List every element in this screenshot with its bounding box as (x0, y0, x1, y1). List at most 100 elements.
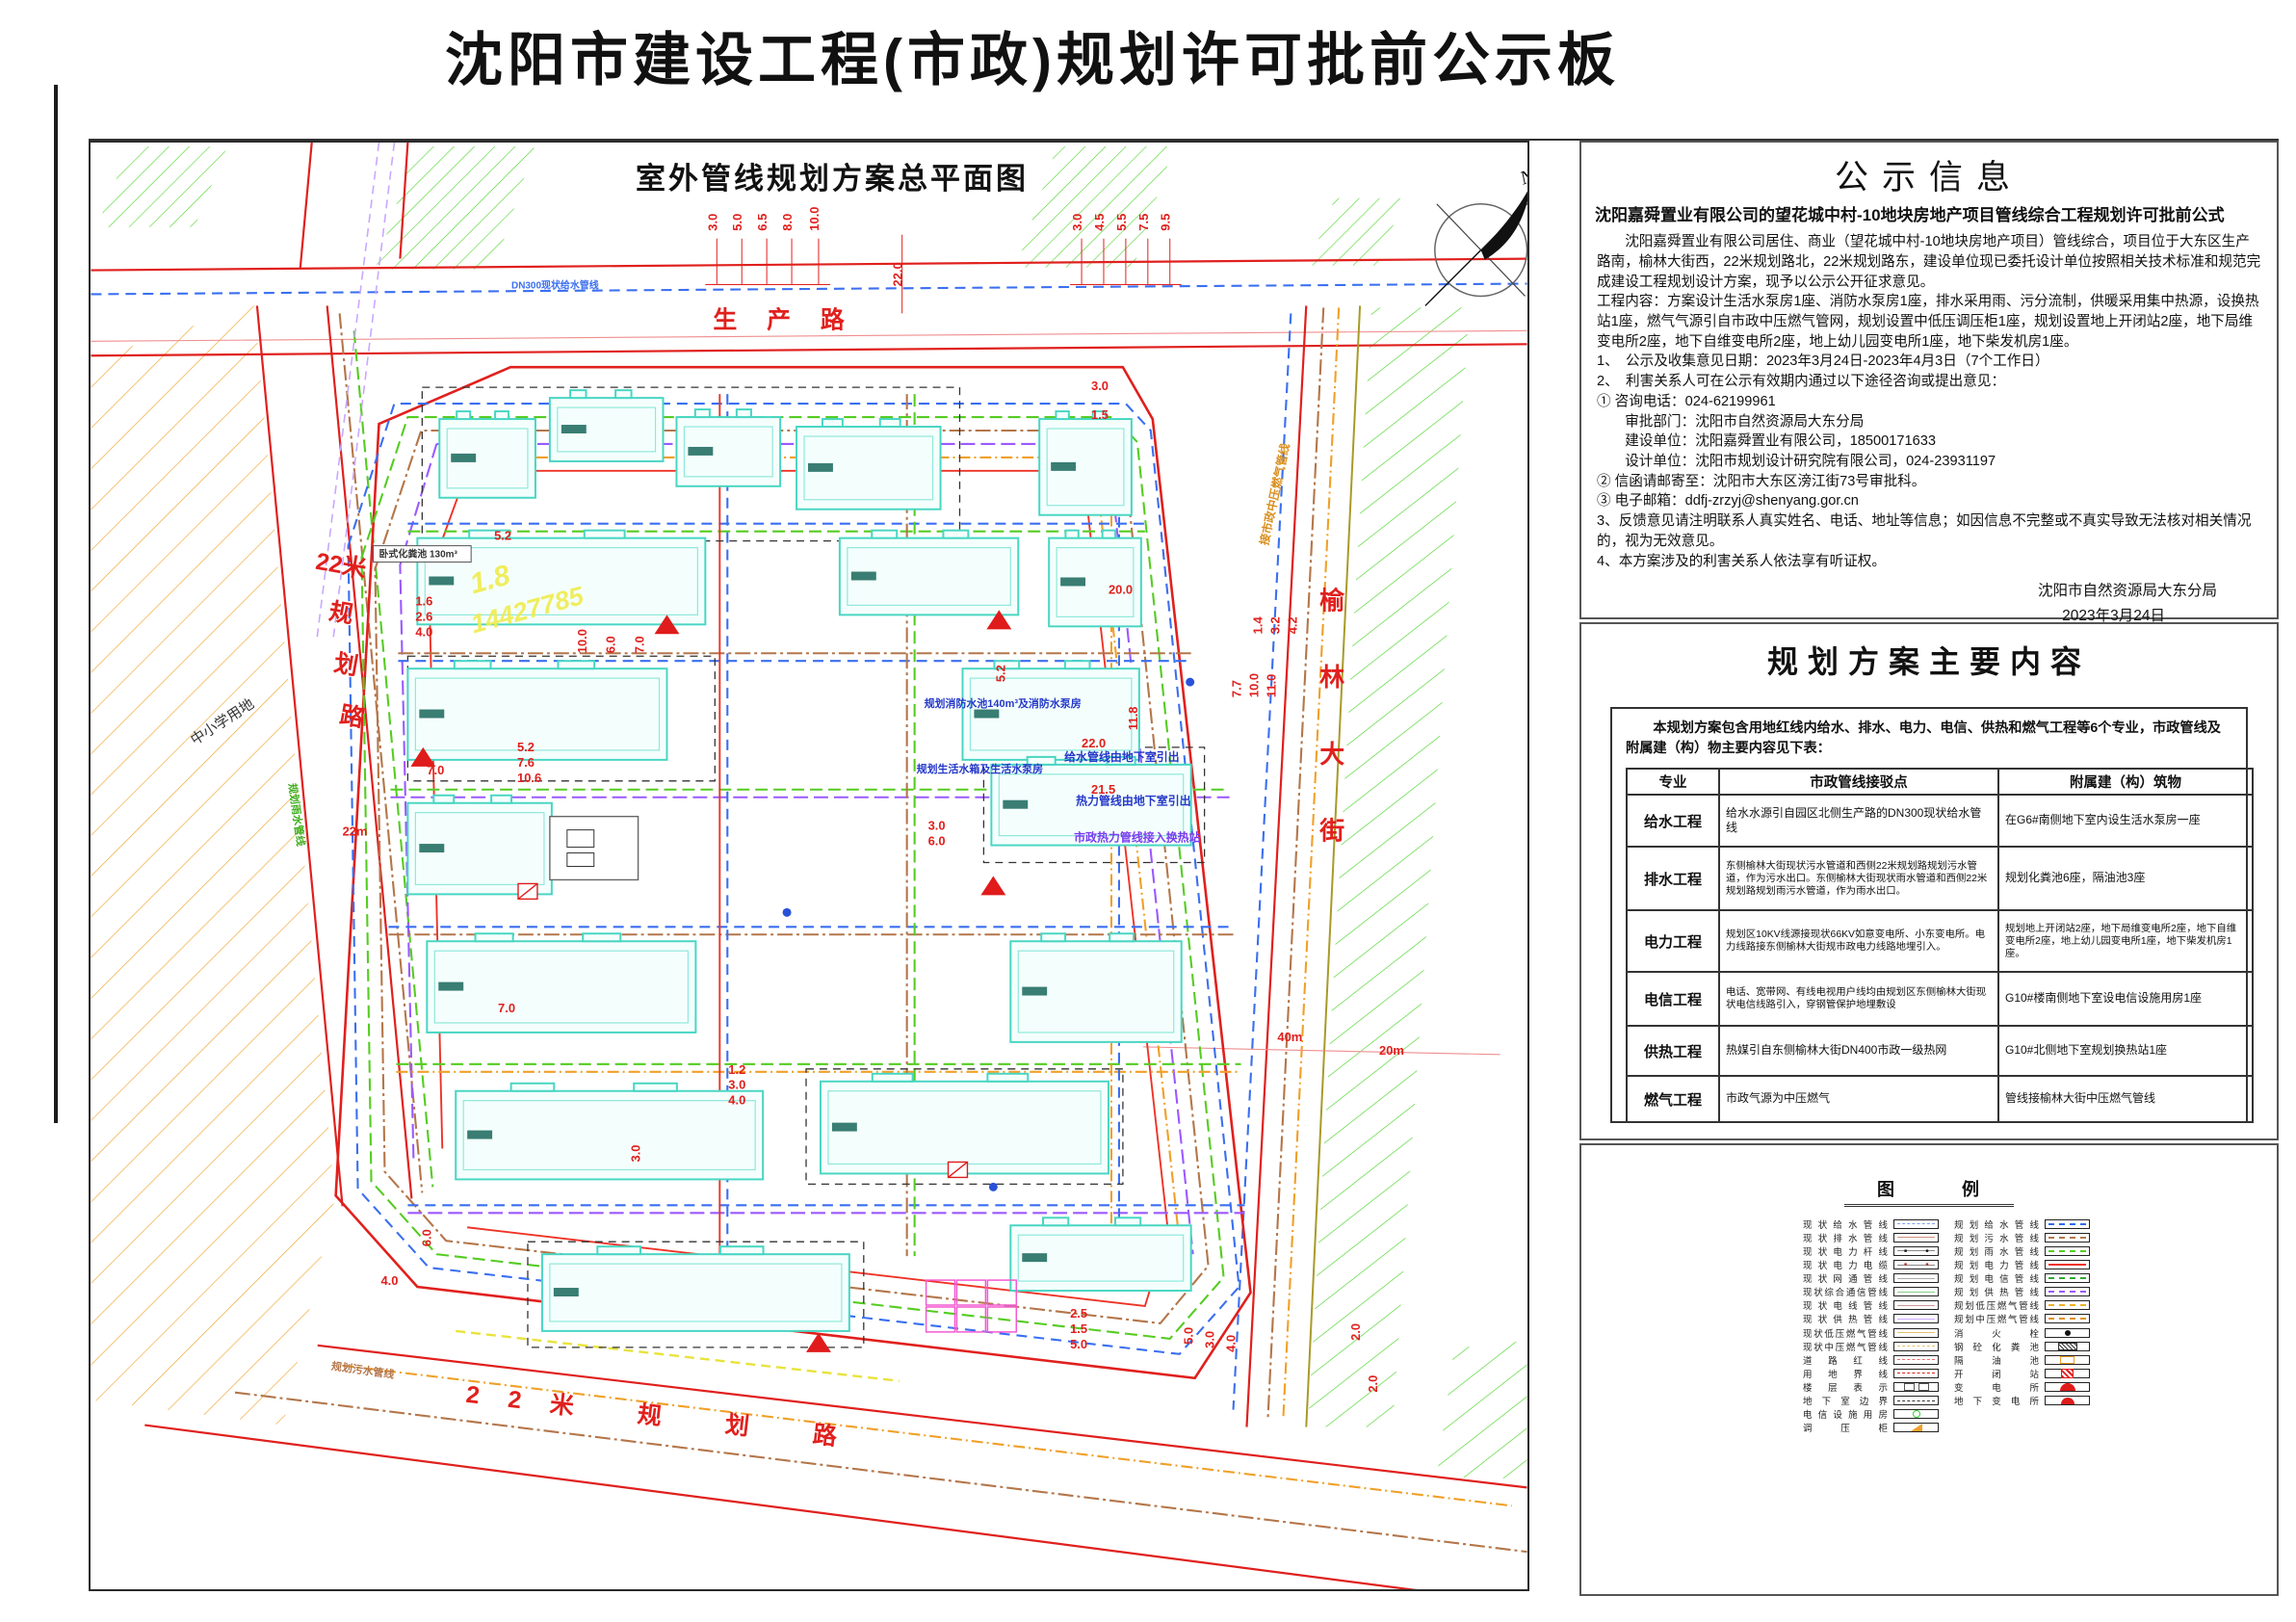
building-footprint (540, 1245, 850, 1332)
substation-triangle-icon (410, 746, 436, 767)
building-footprint (819, 1072, 1109, 1175)
legend-item-label: 规划给水管线 (1954, 1219, 2039, 1231)
map-dim-label: 9.5 (1159, 214, 1173, 231)
table-cell: 管线接榆林大街中压燃气管线 (1997, 1075, 2254, 1124)
building-footprint (455, 1082, 765, 1181)
legend-item-label: 规划雨水管线 (1954, 1246, 2039, 1258)
table-cell: 电信工程 (1626, 971, 1720, 1028)
legend-item-label: 地下变电所 (1954, 1397, 2039, 1408)
road-redline-swatch (1893, 1354, 1939, 1365)
legend-item-label: 现状电力杆线 (1803, 1246, 1888, 1258)
ex-elec-swatch (1893, 1300, 1939, 1311)
map-dim-label: 6.5 (755, 214, 770, 231)
header-divider (89, 139, 2279, 141)
road-label-west: 路 (338, 701, 367, 732)
map-dim-label: 5.2 (517, 740, 535, 754)
substation-triangle-icon (654, 615, 680, 635)
legend-item-basement: 地下室边界 (1803, 1395, 1939, 1407)
legend-item-ex-cable: 现状电力电缆 (1803, 1259, 1939, 1272)
map-dim-label: 6.0 (419, 1229, 433, 1246)
legend-item-label: 规划污水管线 (1954, 1233, 2039, 1244)
map-dim-label: 3.0 (928, 819, 946, 833)
legend-item-pl-gas-low: 规划低压燃气管线 (1954, 1300, 2090, 1312)
map-scale-label: 40m (1277, 1030, 1302, 1044)
legend-item-label: 现状电力电缆 (1803, 1261, 1888, 1272)
compass-north-label: N (1516, 164, 1527, 189)
notice-paragraph: 4、本方案涉及的利害关系人依法享有听证权。 (1597, 553, 1886, 569)
legend-item-label: 现状电线管线 (1803, 1301, 1888, 1313)
notice-paragraph: 2、 利害关系人可在公示有效期内通过以下途径咨询或提出意见： (1597, 374, 2006, 390)
map-dim-label: 4.5 (1092, 214, 1107, 231)
table-cell: 燃气工程 (1626, 1075, 1720, 1124)
substation-triangle-icon (806, 1332, 831, 1352)
map-dim-label: 1.5 (1070, 1321, 1087, 1336)
building-footprint (961, 660, 1140, 761)
table-cell: 规划化粪池6座，隔油池3座 (1997, 846, 2254, 912)
map-dim-label: 10.0 (807, 207, 822, 231)
notice-paragraph: 3、反馈意见请注明联系人真实姓名、电话、地址等信息；如因信息不完整或不真实导致无… (1597, 513, 2252, 549)
map-dim-label: 10.0 (1246, 673, 1261, 697)
page-title: 沈阳市建设工程(市政)规划许可批前公示板 (445, 28, 1620, 92)
regulator-swatch (1893, 1423, 1939, 1433)
legend-item-label: 用地界线 (1803, 1369, 1888, 1380)
map-dim-label: 22.0 (1082, 736, 1106, 750)
map-dim-label: 5.5 (1114, 214, 1129, 231)
legend-item-regulator: 调压柜 (1803, 1422, 1939, 1434)
map-callout-label: 规划污水管线 (330, 1359, 395, 1381)
hydrant-dot-icon (988, 1182, 998, 1191)
table-header-cell: 专业 (1626, 768, 1720, 797)
legend-item-label: 楼层表示 (1803, 1382, 1888, 1394)
map-dim-label: 4.2 (1285, 616, 1299, 634)
legend-item-label: 规划中压燃气管线 (1954, 1315, 2039, 1326)
ex-netcom-swatch (1893, 1273, 1939, 1284)
legend-item-pl-power: 规划电力管线 (1954, 1259, 2090, 1271)
table-header-cell: 附属建（构）筑物 (1997, 768, 2254, 797)
ex-pole-swatch (1893, 1245, 1939, 1256)
plan-inner-box: 本规划方案包含用地红线内给水、排水、电力、电信、供热和燃气工程等6个专业，市政管… (1610, 707, 2254, 1124)
pl-heat-swatch (2045, 1287, 2090, 1297)
map-dim-label: 2.5 (1070, 1306, 1087, 1321)
table-cell: 给水水源引自园区北侧生产路的DN300现状给水管线 (1718, 794, 1999, 849)
legend-item-ex-water: 现状给水管线 (1803, 1218, 1939, 1231)
table-row: 电力工程规划区10KV线源接现状66KV如意变电所、小东变电所。电力线路接东侧榆… (1626, 909, 2254, 974)
legend-item-label: 现状供热管线 (1803, 1315, 1888, 1326)
building-footprint (990, 755, 1192, 847)
legend-item-telecom-room: 电信设施用房 (1803, 1408, 1939, 1421)
table-cell: 供热工程 (1626, 1025, 1720, 1078)
notice-paragraph: ① 咨询电话：024-62199961 (1597, 393, 1776, 409)
legend-item-ex-heat: 现状供热管线 (1803, 1314, 1939, 1325)
road-label-east: 街 (1318, 818, 1344, 846)
plan-intro: 本规划方案包含用地红线内给水、排水、电力、电信、供热和燃气工程等6个专业，市政管… (1626, 720, 2221, 756)
map-dim-label: 8.0 (780, 214, 795, 231)
ex-drain-swatch (1893, 1232, 1939, 1243)
legend-item-label: 现状给水管线 (1803, 1219, 1888, 1231)
map-dim-label: 3.0 (629, 1144, 643, 1162)
pl-gas-mid-swatch (2045, 1314, 2090, 1324)
legend-item-ex-comm: 现状综合通信管线 (1803, 1286, 1939, 1298)
legend-item-label: 开闭站 (1954, 1369, 2039, 1380)
map-dim-label: 7.7 (1230, 680, 1244, 697)
map-dim-label: 7.6 (517, 755, 535, 770)
pl-gas-low-swatch (2045, 1300, 2090, 1311)
map-dim-label: 1.6 (415, 593, 432, 608)
map-callout-label: 热力管线由地下室引出 (1076, 794, 1191, 808)
map-dim-label: 5.0 (1070, 1337, 1087, 1351)
building-footprint (1038, 410, 1133, 516)
floor-mark-swatch (1893, 1381, 1939, 1392)
map-callout-label: 市政热力管线接入换热站 (1074, 830, 1201, 845)
legend-title: 图 例 (1844, 1176, 2014, 1207)
table-cell: 电力工程 (1626, 909, 1720, 974)
legend-item-floor-mark: 楼层表示 (1803, 1381, 1939, 1394)
ex-gas-mid-swatch (1893, 1341, 1939, 1351)
building-footprint (426, 932, 697, 1033)
legend-item-label: 现状网通管线 (1803, 1274, 1888, 1286)
table-row: 排水工程东侧榆林大街现状污水管道和西侧22米规划路规划污水管道，作为污水出口。东… (1626, 846, 2254, 912)
map-dim-label: 6.0 (928, 834, 946, 849)
switch-station-swatch (2045, 1368, 2090, 1378)
map-callout-label: 规划生活水箱及生活水泵房 (917, 762, 1043, 775)
map-dim-label: 5.2 (993, 665, 1007, 682)
legend-item-label: 现状排水管线 (1803, 1233, 1888, 1244)
map-dim-label: 10.0 (575, 629, 589, 653)
map-dim-label: 7.5 (1136, 214, 1151, 231)
